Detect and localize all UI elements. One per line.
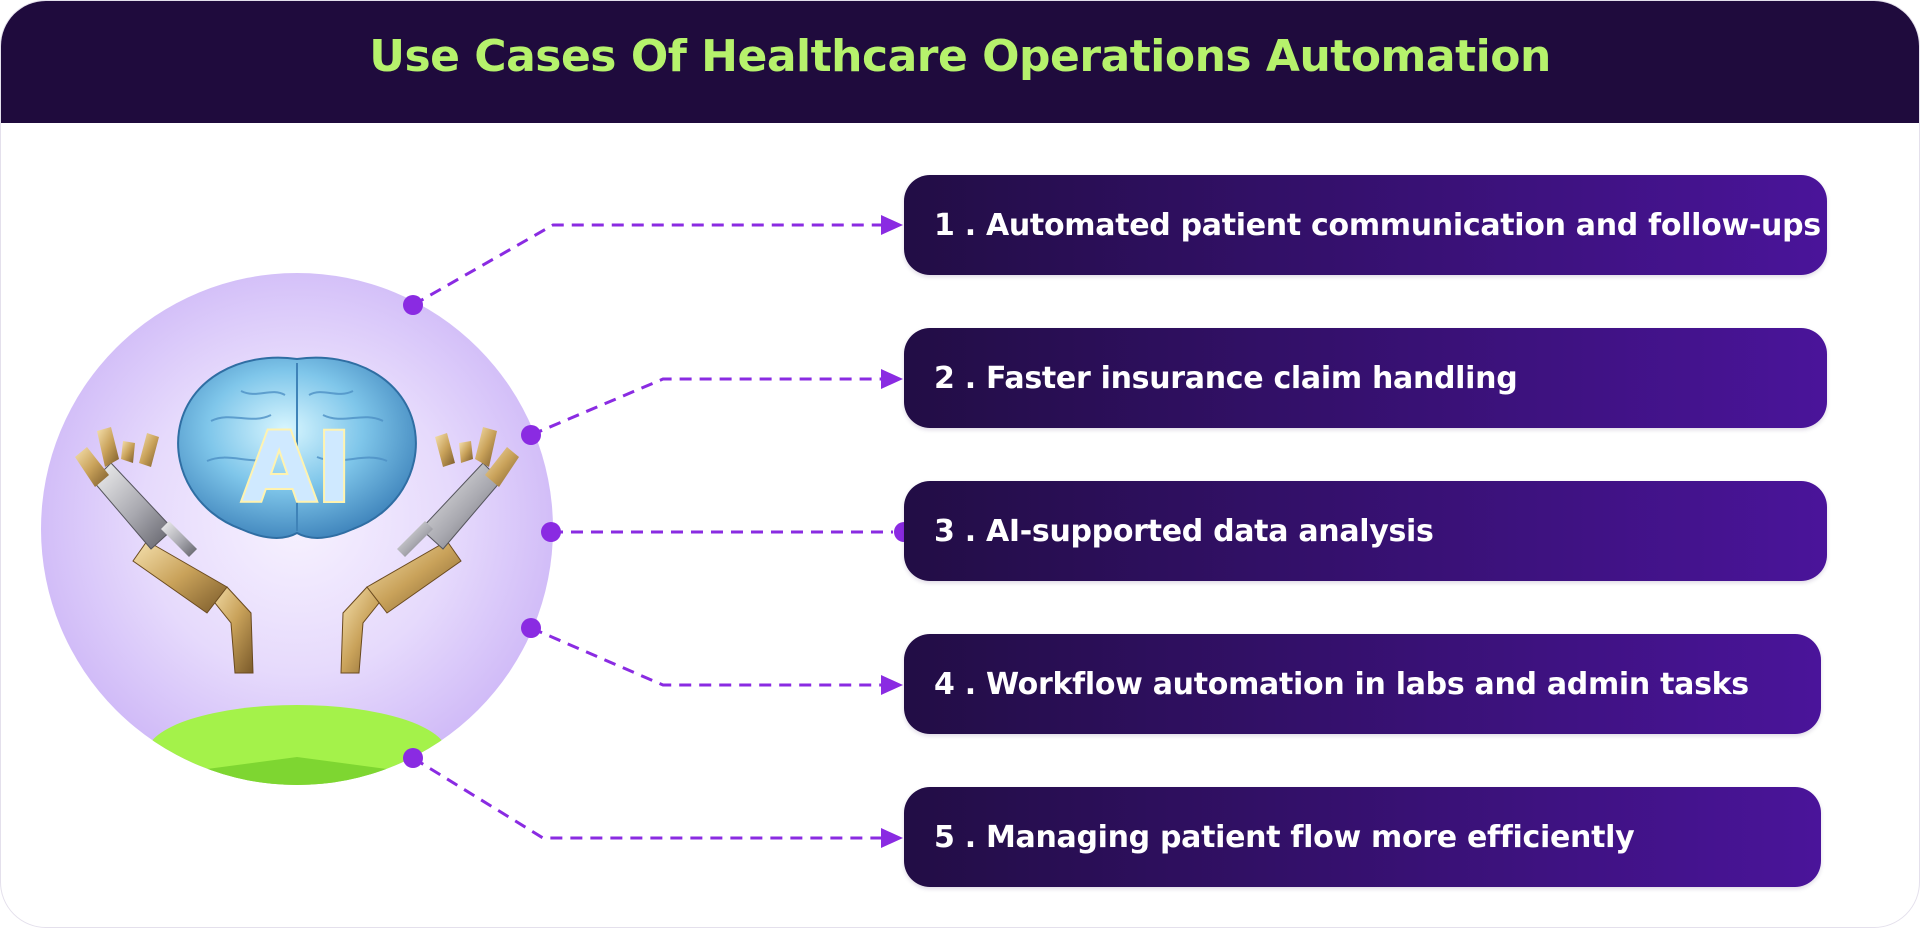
arrowhead-5 — [881, 828, 903, 848]
arrowhead-2 — [881, 369, 903, 389]
connector-dot-3a — [541, 522, 561, 542]
arrowhead-4 — [881, 675, 903, 695]
use-case-label-4: 4 . Workflow automation in labs and admi… — [934, 666, 1749, 702]
robot-hand-icon — [75, 427, 519, 674]
use-case-label-3: 3 . AI-supported data analysis — [934, 513, 1434, 549]
connector-dot-1 — [403, 295, 423, 315]
connector-4 — [530, 626, 893, 687]
ai-brain-icon: AI — [177, 356, 417, 539]
connector-5 — [412, 756, 893, 840]
connector-dots — [403, 295, 914, 768]
page-title: Use Cases Of Healthcare Operations Autom… — [369, 30, 1551, 82]
connector-lines — [412, 223, 893, 840]
use-case-card-2: 2 . Faster insurance claim handling — [904, 328, 1827, 428]
arrowhead-1 — [881, 215, 903, 235]
use-case-card-3: 3 . AI-supported data analysis — [904, 481, 1827, 581]
use-case-card-1: 1 . Automated patient communication and … — [904, 175, 1827, 275]
connector-arrowheads — [881, 215, 903, 848]
connector-dot-2 — [521, 425, 541, 445]
use-case-label-1: 1 . Automated patient communication and … — [934, 207, 1821, 243]
use-case-card-5: 5 . Managing patient flow more efficient… — [904, 787, 1821, 887]
header-bar: Use Cases Of Healthcare Operations Autom… — [1, 1, 1919, 123]
connector-1 — [412, 223, 893, 307]
ground-shape — [147, 705, 447, 785]
connector-2 — [530, 377, 893, 437]
use-case-card-4: 4 . Workflow automation in labs and admi… — [904, 634, 1821, 734]
connector-dot-4 — [521, 618, 541, 638]
ai-badge-text: AI — [242, 412, 352, 524]
use-case-label-2: 2 . Faster insurance claim handling — [934, 360, 1518, 396]
connector-dot-5 — [403, 748, 423, 768]
use-case-label-5: 5 . Managing patient flow more efficient… — [934, 819, 1635, 855]
